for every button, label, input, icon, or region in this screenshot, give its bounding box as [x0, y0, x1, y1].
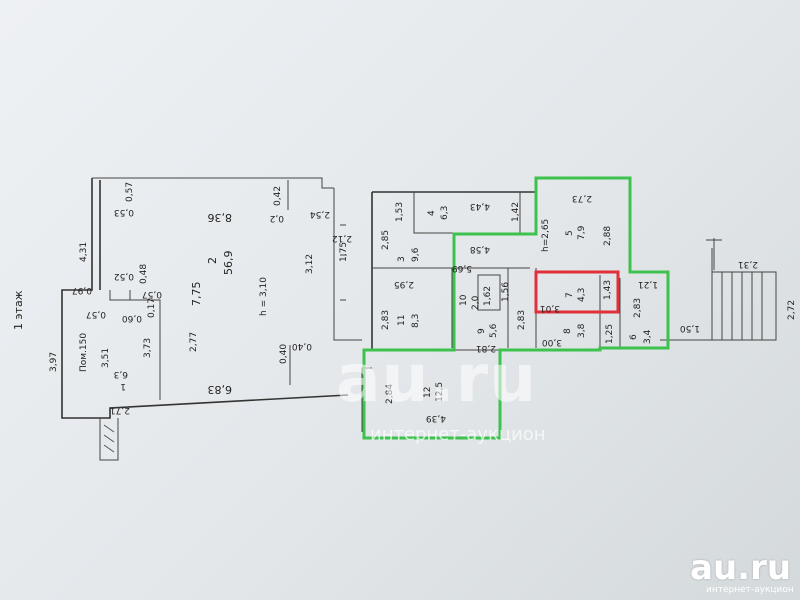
dim-label: 0,17 [147, 298, 157, 318]
dim-label: 2,85 [381, 230, 391, 250]
dim-label: 2,71 [110, 405, 130, 415]
dim-label: 1,50 [680, 323, 700, 333]
dim-label: 0,52 [114, 271, 134, 281]
room-12-number: 12 [423, 387, 433, 398]
room-10-area: 2,0 [471, 295, 481, 310]
dim-label: 1,53 [395, 202, 405, 222]
room-5-number: 5 [565, 230, 575, 236]
room-1-area: 6,3 [114, 369, 128, 379]
dim-label: 8,36 [208, 211, 233, 224]
dim-label: 0,53 [114, 207, 134, 217]
dim-label: 2,88 [603, 226, 613, 246]
watermark-subtitle: интернет-аукцион [370, 424, 546, 445]
red-highlight [534, 270, 620, 314]
dim-label: 3,12 [305, 254, 315, 274]
room-3-area: 9,6 [411, 247, 421, 262]
left-annex [61, 177, 349, 461]
green-highlight [362, 176, 670, 440]
dim-label: 2,83 [633, 298, 643, 318]
dim-label: 1,25 [605, 324, 615, 344]
dim-label: 0,40 [279, 344, 289, 364]
dim-label: 2,12 [332, 233, 352, 243]
dim-label: 1,21 [638, 279, 658, 289]
room-4-number: 4 [427, 210, 437, 216]
dim-label: 0,42 [273, 186, 283, 206]
dim-label: 2,77 [189, 332, 199, 352]
dim-label: 2,73 [572, 193, 592, 203]
room-11-area: 8,3 [411, 314, 421, 328]
dim-label: 2,83 [517, 310, 527, 330]
room-labels: 1 6,3 2 56,9 h = 3,10 3 9,6 4 6,3 h=2,65… [79, 206, 653, 402]
dim-label: 2,72 [787, 300, 797, 320]
dim-label: 3,01 [540, 303, 560, 313]
dim-label: 5,69 [452, 263, 472, 273]
watermark-logo: au.ru [336, 340, 538, 417]
dim-label: 1,56 [501, 282, 511, 302]
room-7-number: 7 [565, 292, 575, 298]
dim-label: 0,40 [292, 341, 312, 351]
room-5-area: 7,9 [577, 225, 587, 240]
dim-label: 2,95 [394, 279, 414, 289]
room-12-area: 12,5 [435, 382, 445, 402]
room-4-area: 6,3 [440, 206, 450, 220]
dim-label: 6,83 [208, 383, 233, 396]
dim-label: 0,97 [72, 285, 92, 295]
dim-label: 3,00 [542, 337, 562, 347]
dim-label: 4,31 [79, 242, 89, 262]
dim-label: 0,60 [122, 313, 142, 323]
dim-label: 0,2 [270, 213, 284, 223]
room-2-number: 2 [206, 257, 219, 264]
dim-label: 7,75 [190, 282, 203, 307]
dim-label: 2,81 [476, 343, 496, 353]
dim-label: 2,83 [381, 310, 391, 330]
room-5-height: h=2,65 [541, 219, 551, 252]
room-9-number: 9 [477, 328, 487, 334]
dim-label: 4,43 [470, 201, 490, 211]
dim-label: 3,51 [101, 348, 111, 368]
staircase [706, 238, 777, 341]
room-2-height: h = 3,10 [259, 277, 269, 316]
dim-label: 1,62 [483, 286, 493, 306]
dim-label: 4,39 [426, 413, 446, 423]
au-ru-logo: au.ru [690, 548, 792, 588]
dim-label: 2,84 [385, 384, 395, 404]
room-8-area: 3,8 [577, 323, 587, 338]
room-7-area: 4,3 [577, 288, 587, 302]
dim-label: 2,31 [738, 259, 758, 269]
room-9-area: 5,6 [489, 323, 499, 338]
room-1-number: 1 [120, 381, 126, 391]
room-10-number: 10 [459, 294, 469, 306]
dim-label: 1,75 [339, 242, 349, 262]
dim-label: 0,57 [142, 289, 162, 299]
dim-label: 3,73 [143, 338, 153, 358]
dim-label: 0,57 [86, 309, 106, 319]
room-6-number: 6 [629, 334, 639, 340]
au-ru-logo-subtitle: интернет-аукцион [706, 585, 794, 595]
room-2-area: 56,9 [222, 251, 235, 276]
dimension-labels: 4,31 3,97 0,97 0,57 0,53 0,57 0,48 0,52 … [49, 182, 797, 423]
dim-label: 2,54 [310, 209, 330, 219]
room-11-number: 11 [397, 315, 407, 326]
main-hall [287, 180, 362, 385]
room-3-number: 3 [397, 256, 407, 262]
dim-label: 4,58 [470, 244, 490, 254]
room-6-area: 3,4 [643, 329, 653, 344]
dim-label: 1,42 [511, 202, 521, 222]
dim-label: 1,43 [603, 280, 613, 300]
dim-label: 3,97 [49, 352, 59, 372]
floor-label: 1 этаж [12, 290, 25, 330]
room-8-number: 8 [563, 328, 573, 334]
dim-label: 0,48 [139, 264, 149, 284]
dim-label: 0,57 [125, 182, 135, 202]
pom150-label: Пом.150 [79, 333, 89, 372]
